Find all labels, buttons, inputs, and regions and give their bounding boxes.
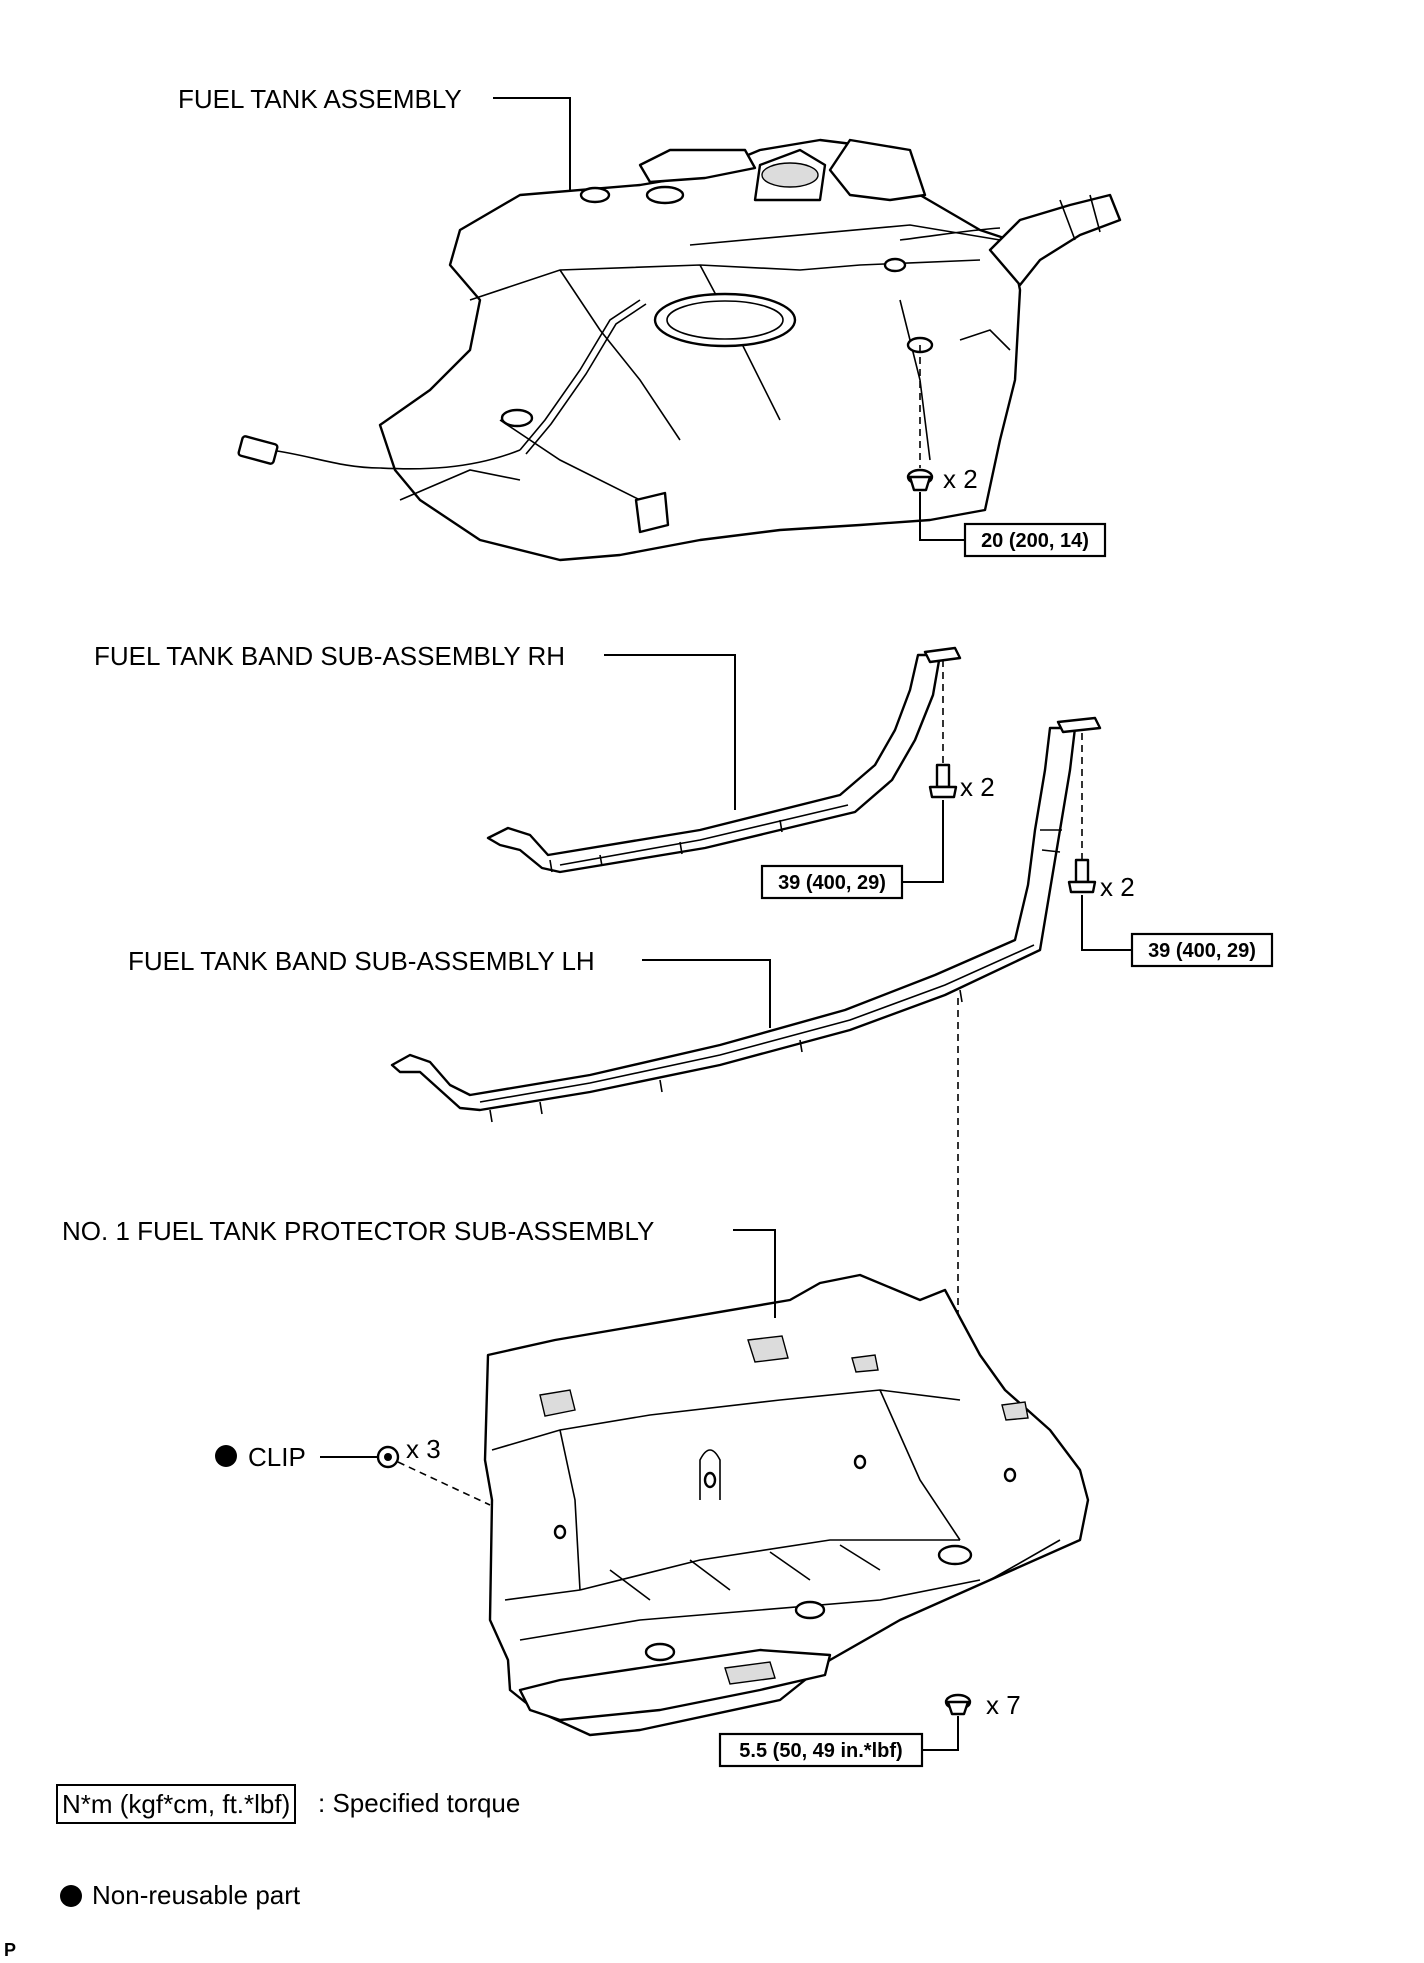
rh-bolt-qty: x 2 [960,772,995,802]
fuel-tank-band-lh [390,716,1102,1123]
rh-bolt-callout: x 2 39 (400, 29) [760,660,995,900]
tank-nut-callout: x 2 20 (200, 14) [906,345,1107,558]
rh-bolt-torque: 39 (400, 29) [778,872,886,894]
legend-torque-box: N*m (kgf*cm, ft.*lbf) [56,1784,297,1824]
protector-nut-torque: 5.5 (50, 49 in.*lbf) [739,1740,902,1762]
fuel-tank-band-rh [486,646,962,874]
band-lh-label-group: FUEL TANK BAND SUB-ASSEMBLY LH [128,946,771,1028]
fuel-tank-assembly [237,138,1122,562]
lh-bolt-callout: x 2 39 (400, 29) [1067,733,1274,968]
fuel-tank-label-group: FUEL TANK ASSEMBLY [178,84,571,190]
band-rh-label: FUEL TANK BAND SUB-ASSEMBLY RH [94,641,565,671]
legend-nonreusable-text: Non-reusable part [92,1880,301,1910]
clip-label: CLIP [248,1442,306,1472]
protector-nut-qty: x 7 [986,1690,1021,1720]
lh-bolt-icon [1074,858,1090,884]
fuel-tank-label: FUEL TANK ASSEMBLY [178,84,462,114]
band-lh-label: FUEL TANK BAND SUB-ASSEMBLY LH [128,946,595,976]
legend-nonreusable-icon [60,1885,82,1907]
rh-bolt-icon [935,763,951,789]
corner-mark: P [4,1940,17,1960]
tank-nut-qty: x 2 [943,464,978,494]
band-rh-label-group: FUEL TANK BAND SUB-ASSEMBLY RH [94,641,736,810]
clip-callout: CLIP x 3 [215,1434,491,1506]
fuel-tank-protector [483,1273,1090,1737]
nonreusable-marker-icon [215,1445,237,1467]
protector-label-group: NO. 1 FUEL TANK PROTECTOR SUB-ASSEMBLY [62,1216,776,1318]
clip-qty: x 3 [406,1434,441,1464]
tank-nut-torque: 20 (200, 14) [981,530,1089,552]
protector-nut-callout: x 7 5.5 (50, 49 in.*lbf) [718,1690,1021,1768]
legend-torque-desc: : Specified torque [318,1788,521,1818]
lh-bolt-qty: x 2 [1100,872,1135,902]
lh-bolt-torque: 39 (400, 29) [1148,940,1256,962]
protector-label: NO. 1 FUEL TANK PROTECTOR SUB-ASSEMBLY [62,1216,654,1246]
